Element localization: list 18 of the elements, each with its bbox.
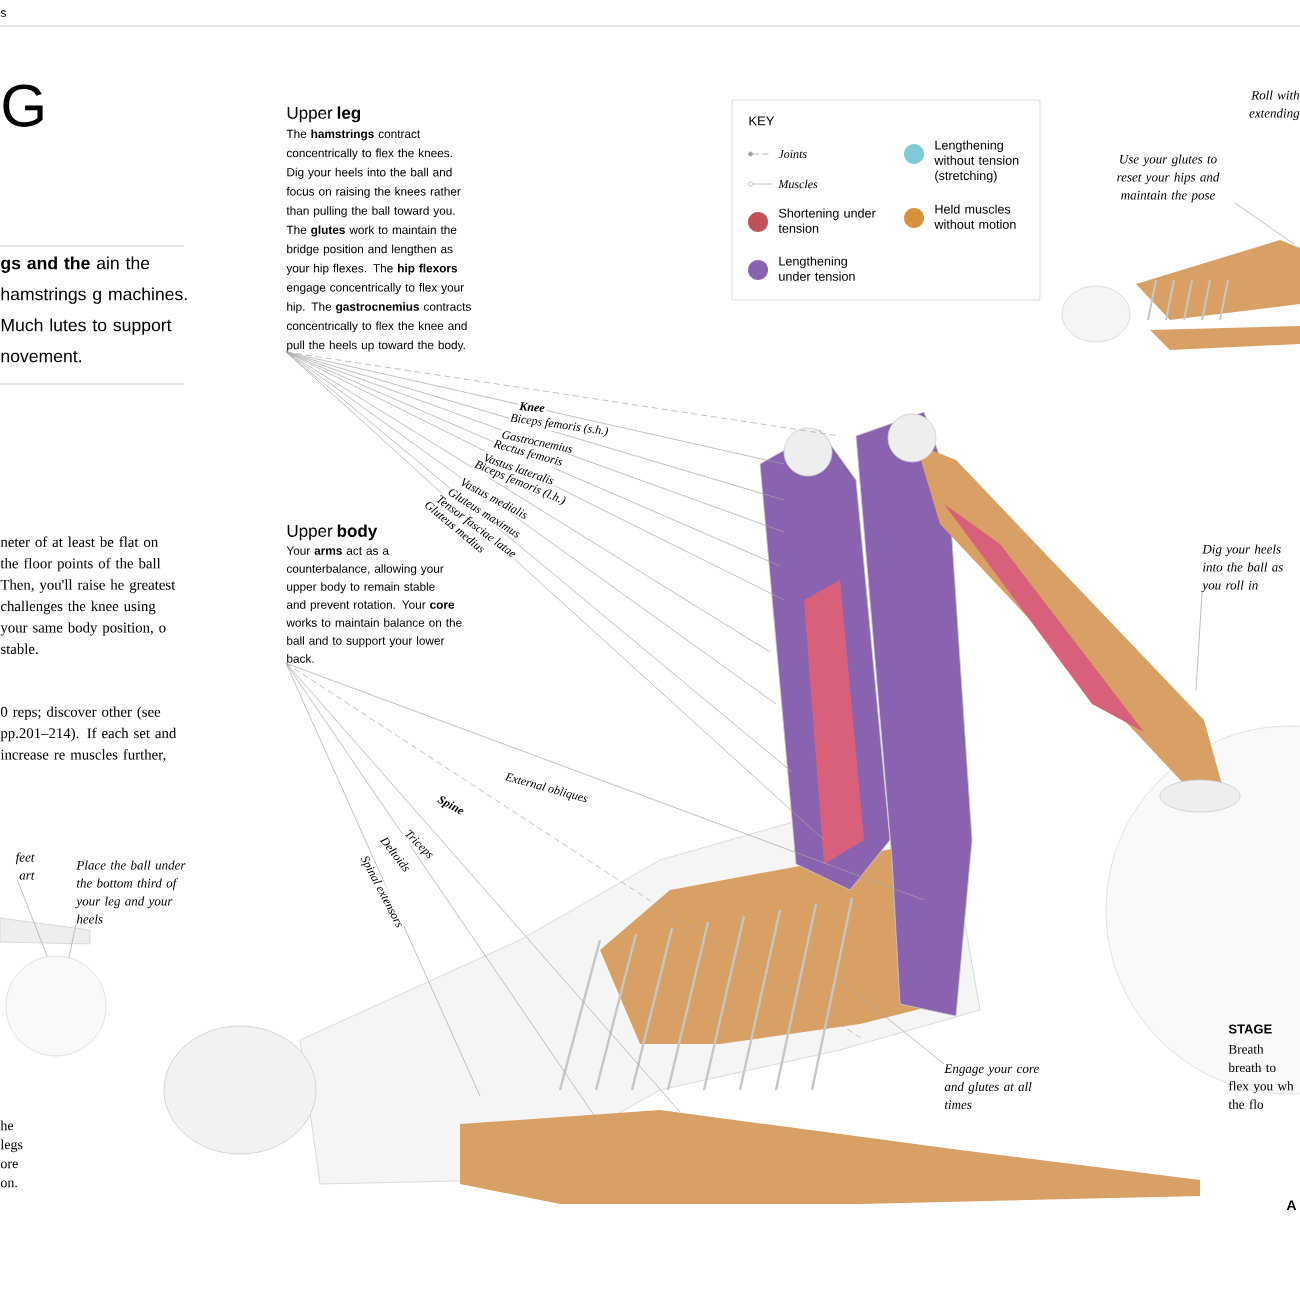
leader-line: [17, 879, 48, 957]
intro-text: gs and the ain the hamstrings g machines. Much lutes to support novement.: [1, 256, 187, 363]
leader-line: [1234, 202, 1295, 245]
leader-line: [839, 979, 945, 1065]
leader-line: [285, 662, 865, 1041]
leader-line: [285, 351, 771, 653]
leader-line: [285, 662, 481, 1097]
leader-line: [285, 351, 841, 437]
leader-line: [285, 662, 925, 901]
leader-line: [285, 351, 777, 705]
exercise-ball: [5, 955, 107, 1057]
leader-line: [285, 662, 601, 1125]
leader-line: [285, 351, 785, 501]
leader-line: [285, 351, 785, 465]
leader-line: [68, 923, 77, 958]
leader-line: [285, 662, 681, 1113]
page-title: G: [3, 84, 43, 127]
leader-line: [1195, 592, 1203, 691]
